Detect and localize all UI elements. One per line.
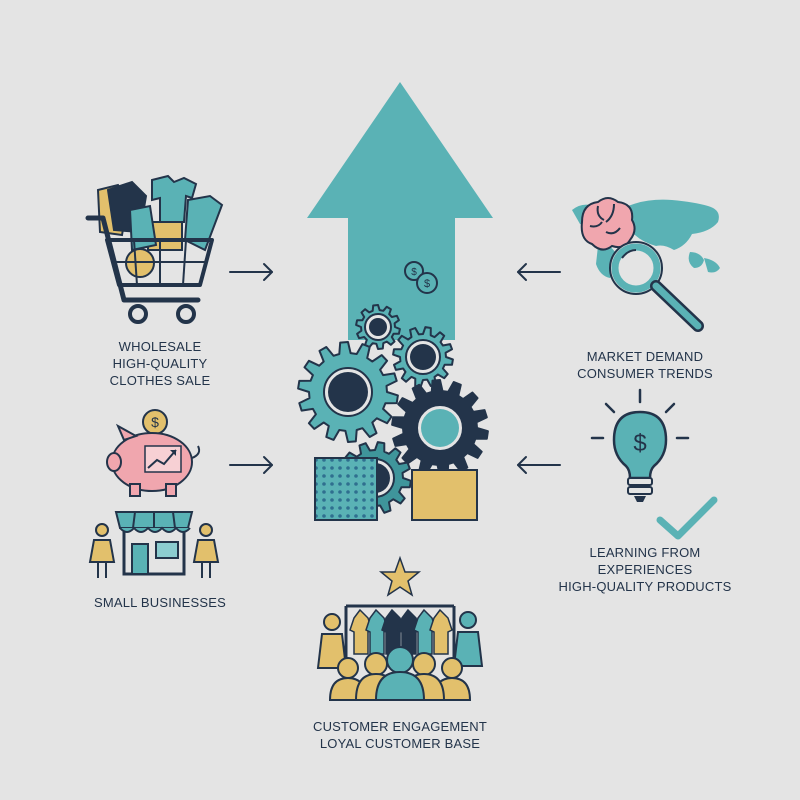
- gear-icon: [391, 379, 489, 477]
- arrow-left-icon: [517, 263, 561, 281]
- customers-clothing-rack-icon: [316, 555, 484, 701]
- fabric-swatch-icon: [314, 457, 378, 521]
- shopping-cart-clothes-icon: [85, 174, 224, 324]
- svg-text:$: $: [411, 267, 417, 278]
- growth-arrow-icon: [307, 82, 493, 340]
- arrow-left-icon: [517, 456, 561, 474]
- label-customer-engagement: CUSTOMER ENGAGEMENT LOYAL CUSTOMER BASE: [312, 719, 488, 751]
- label-learning: LEARNING FROM EXPERIENCES HIGH-QUALITY P…: [558, 545, 732, 594]
- gear-icon: [297, 341, 399, 443]
- svg-text:$: $: [633, 430, 646, 457]
- label-wholesale: WHOLESALE HIGH-QUALITY CLOTHES SALE: [109, 339, 211, 388]
- label-market-demand: MARKET DEMAND CONSUMER TRENDS: [577, 349, 713, 381]
- growth-arrow-gears-icon: $ $: [297, 82, 493, 521]
- svg-text:$: $: [424, 278, 430, 290]
- arrow-right-icon: [229, 263, 273, 281]
- box-icon: [411, 469, 478, 521]
- world-map-magnifier-icon: [572, 197, 720, 332]
- connector-arrows: [229, 263, 561, 474]
- label-small-businesses: SMALL BUSINESSES: [93, 595, 227, 610]
- piggy-bank-shop-icon: $: [88, 409, 220, 578]
- gear-icon: [392, 326, 454, 388]
- svg-text:$: $: [151, 414, 159, 430]
- lightbulb-check-icon: $: [590, 388, 718, 540]
- gear-icon: [355, 304, 401, 350]
- star-icon: [378, 555, 422, 597]
- arrow-right-icon: [229, 456, 273, 474]
- coins-icon: $ $: [404, 261, 438, 294]
- check-icon: [656, 496, 718, 540]
- garment-icon: [429, 608, 453, 655]
